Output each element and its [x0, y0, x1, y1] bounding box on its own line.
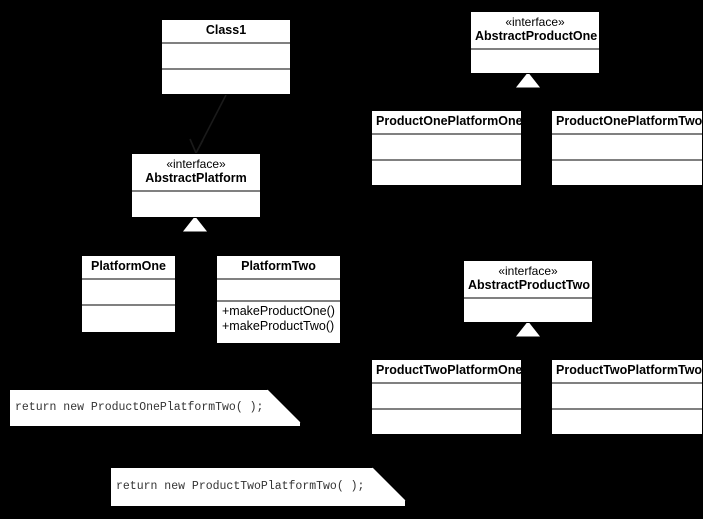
class-header-class1: Class1 — [162, 20, 290, 44]
class-box-productoneplatformtwo[interactable]: ProductOnePlatformTwo — [551, 110, 703, 186]
note-producttwoplatformtwo[interactable]: return new ProductTwoPlatformTwo( ); — [110, 467, 406, 507]
class-box-producttwoplatformone[interactable]: ProductTwoPlatformOne — [371, 359, 522, 435]
class-header-productoneplatformtwo: ProductOnePlatformTwo — [552, 111, 702, 135]
class-operations-class1 — [162, 69, 290, 94]
note-text-one: return new ProductOnePlatformTwo( ); — [15, 401, 264, 414]
class-name-platformtwo: PlatformTwo — [241, 259, 316, 273]
class-box-class1[interactable]: Class1 — [161, 19, 291, 95]
class-stereotype-abstractproducttwo: «interface» — [498, 264, 558, 278]
class-members-abstractproducttwo — [464, 299, 592, 322]
class-name-platformone: PlatformOne — [90, 259, 166, 273]
class-operations-producttwoplatformone — [372, 409, 521, 434]
class-box-abstractproductone[interactable]: «interface» AbstractProductOne — [470, 11, 600, 74]
operation-makeproductone: +makeProductOne() — [222, 304, 335, 318]
class-name-productoneplatformtwo: ProductOnePlatformTwo — [556, 114, 703, 128]
class-name-producttwoplatformtwo: ProductTwoPlatformTwo — [556, 363, 703, 377]
class-header-producttwoplatformone: ProductTwoPlatformOne — [372, 360, 523, 384]
class-name-productoneplatformone: ProductOnePlatformOne — [376, 114, 523, 128]
generalization-arrow-abstractproductone — [515, 72, 541, 88]
class-box-productoneplatformone[interactable]: ProductOnePlatformOne — [371, 110, 523, 186]
note-text-two: return new ProductTwoPlatformTwo( ); — [116, 480, 365, 493]
operation-makeproducttwo: +makeProductTwo() — [222, 319, 335, 333]
class-header-abstractproductone: «interface» AbstractProductOne — [471, 12, 599, 50]
note-productoneplatformtwo[interactable]: return new ProductOnePlatformTwo( ); — [9, 389, 301, 427]
class-header-platformtwo: PlatformTwo — [217, 256, 340, 280]
class-attributes-platformtwo — [217, 280, 340, 302]
class-attributes-productoneplatformtwo — [552, 135, 702, 161]
class-attributes-producttwoplatformtwo — [552, 384, 702, 410]
class-box-producttwoplatformtwo[interactable]: ProductTwoPlatformTwo — [551, 359, 703, 435]
class-attributes-producttwoplatformone — [372, 384, 521, 410]
class-attributes-platformone — [82, 280, 175, 307]
class-header-producttwoplatformtwo: ProductTwoPlatformTwo — [552, 360, 702, 384]
class-members-abstractproductone — [471, 50, 599, 73]
class-name-abstractplatform: AbstractPlatform — [145, 171, 247, 185]
class-members-abstractplatform — [132, 192, 260, 217]
class-attributes-productoneplatformone — [372, 135, 521, 161]
class-box-abstractproducttwo[interactable]: «interface» AbstractProductTwo — [463, 260, 593, 323]
generalization-arrow-abstractproducttwo — [515, 321, 541, 337]
class-name-class1: Class1 — [205, 23, 247, 37]
class-operations-productoneplatformone — [372, 160, 521, 185]
class-operations-producttwoplatformtwo — [552, 409, 702, 434]
edge-class1-to-abstractplatform — [189, 94, 227, 154]
class-name-abstractproducttwo: AbstractProductTwo — [468, 278, 590, 292]
class-box-abstractplatform[interactable]: «interface» AbstractPlatform — [131, 153, 261, 218]
class-attributes-class1 — [162, 44, 290, 70]
class-header-platformone: PlatformOne — [82, 256, 175, 280]
class-box-platformone[interactable]: PlatformOne — [81, 255, 176, 333]
note-shape-two — [110, 467, 406, 507]
class-name-producttwoplatformone: ProductTwoPlatformOne — [376, 363, 523, 377]
class-header-productoneplatformone: ProductOnePlatformOne — [372, 111, 523, 135]
generalization-arrow-abstractplatform — [182, 216, 208, 232]
class-operations-productoneplatformtwo — [552, 160, 702, 185]
class-operations-platformtwo: +makeProductOne() +makeProductTwo() — [217, 302, 340, 343]
class-operations-platformone — [82, 306, 175, 332]
class-stereotype-abstractproductone: «interface» — [505, 15, 565, 29]
class-stereotype-abstractplatform: «interface» — [166, 157, 226, 171]
class-box-platformtwo[interactable]: PlatformTwo +makeProductOne() +makeProdu… — [216, 255, 341, 344]
class-name-abstractproductone: AbstractProductOne — [475, 29, 598, 43]
class-header-abstractproducttwo: «interface» AbstractProductTwo — [464, 261, 592, 299]
class-header-abstractplatform: «interface» AbstractPlatform — [132, 154, 260, 192]
